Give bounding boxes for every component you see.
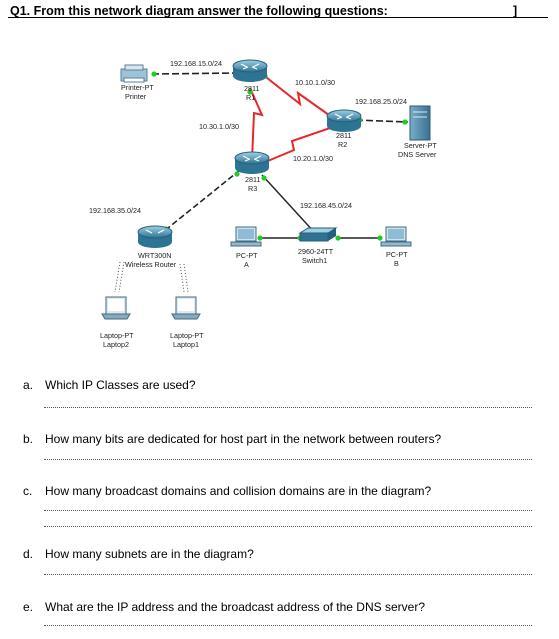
net-label-35: 192.168.35.0/24 (89, 206, 141, 215)
question-letter: e. (23, 600, 34, 614)
pcb-type: PC-PT (386, 250, 408, 259)
printer-type: Printer-PT (121, 83, 154, 92)
question-text: How many broadcast domains and collision… (45, 484, 432, 498)
answer-line[interactable] (44, 459, 532, 460)
net-label-20: 10.20.1.0/30 (293, 154, 333, 163)
net-label-45: 192.168.45.0/24 (300, 201, 352, 210)
question-letter: b. (23, 432, 34, 446)
question-e: e. What are the IP address and the broadc… (23, 600, 425, 614)
r2-type: 2811 (336, 131, 351, 140)
page-title: Q1. From this network diagram answer the… (10, 4, 388, 18)
link-r3-switch (261, 174, 316, 234)
question-text: What are the IP address and the broadcas… (45, 600, 425, 614)
question-letter: a. (23, 378, 34, 392)
answer-line[interactable] (44, 526, 532, 527)
wireless-router-icon (137, 225, 173, 248)
pc-a-icon (230, 226, 262, 247)
question-letter: d. (23, 547, 34, 561)
network-diagram: 192.168.15.0/24 10.10.1.0/30 192.168.25.… (89, 59, 437, 349)
router-r2-icon (326, 109, 362, 132)
server-type: Server-PT (404, 141, 437, 150)
question-text: How many subnets are in the diagram? (45, 547, 254, 561)
printer-name: Printer (125, 92, 147, 101)
question-c: c. How many broadcast domains and collisi… (23, 484, 431, 498)
serial-r2-r3 (262, 125, 337, 164)
laptop1-name: Laptop1 (173, 340, 199, 349)
link-r3-wrt (162, 169, 241, 233)
net-label-15: 192.168.15.0/24 (170, 59, 222, 68)
wireless-signal (114, 261, 189, 293)
answer-line[interactable] (44, 574, 532, 575)
r3-name: R3 (248, 184, 257, 193)
laptop2-name: Laptop2 (103, 340, 129, 349)
laptop2-type: Laptop-PT (100, 331, 134, 340)
router-r3-icon (234, 151, 270, 174)
net-label-30: 10.30.1.0/30 (199, 122, 239, 131)
router-r1-icon (232, 59, 268, 82)
pca-type: PC-PT (236, 251, 258, 260)
switch-type: 2960-24TT (298, 247, 334, 256)
serial-r1-r2 (261, 73, 337, 121)
title-bracket: ] (513, 4, 518, 18)
question-a: a. Which IP Classes are used? (23, 378, 196, 392)
net-label-25: 192.168.25.0/24 (355, 97, 407, 106)
question-text: Which IP Classes are used? (45, 378, 196, 392)
r1-name: R1 (246, 93, 255, 102)
r2-name: R2 (338, 140, 347, 149)
server-icon (409, 105, 431, 141)
wrt-name: Wireless Router (125, 260, 177, 269)
link-r2-server (355, 119, 409, 123)
laptop1-icon (171, 296, 201, 320)
switch-icon (298, 227, 338, 242)
r3-type: 2811 (245, 175, 260, 184)
links (151, 72, 409, 239)
question-b: b. How many bits are dedicated for host p… (23, 432, 441, 446)
pca-name: A (244, 260, 249, 269)
serial-r1-r3 (249, 87, 264, 161)
question-text: How many bits are dedicated for host par… (45, 432, 442, 446)
answer-line[interactable] (44, 510, 532, 511)
r1-type: 2811 (244, 84, 259, 93)
laptop1-type: Laptop-PT (170, 331, 204, 340)
pc-b-icon (380, 226, 412, 247)
switch-name: Switch1 (302, 256, 327, 265)
link-printer-r1 (151, 72, 240, 75)
question-letter: c. (23, 484, 33, 498)
wrt-type: WRT300N (138, 251, 171, 260)
question-d: d. How many subnets are in the diagram? (23, 547, 254, 561)
pcb-name: B (394, 259, 399, 268)
answer-line[interactable] (44, 407, 532, 408)
laptop2-icon (101, 296, 131, 320)
printer-icon (120, 64, 148, 83)
net-label-10-10: 10.10.1.0/30 (295, 78, 335, 87)
server-name: DNS Server (398, 150, 437, 159)
title-underline (8, 17, 548, 18)
answer-line[interactable] (44, 625, 532, 626)
